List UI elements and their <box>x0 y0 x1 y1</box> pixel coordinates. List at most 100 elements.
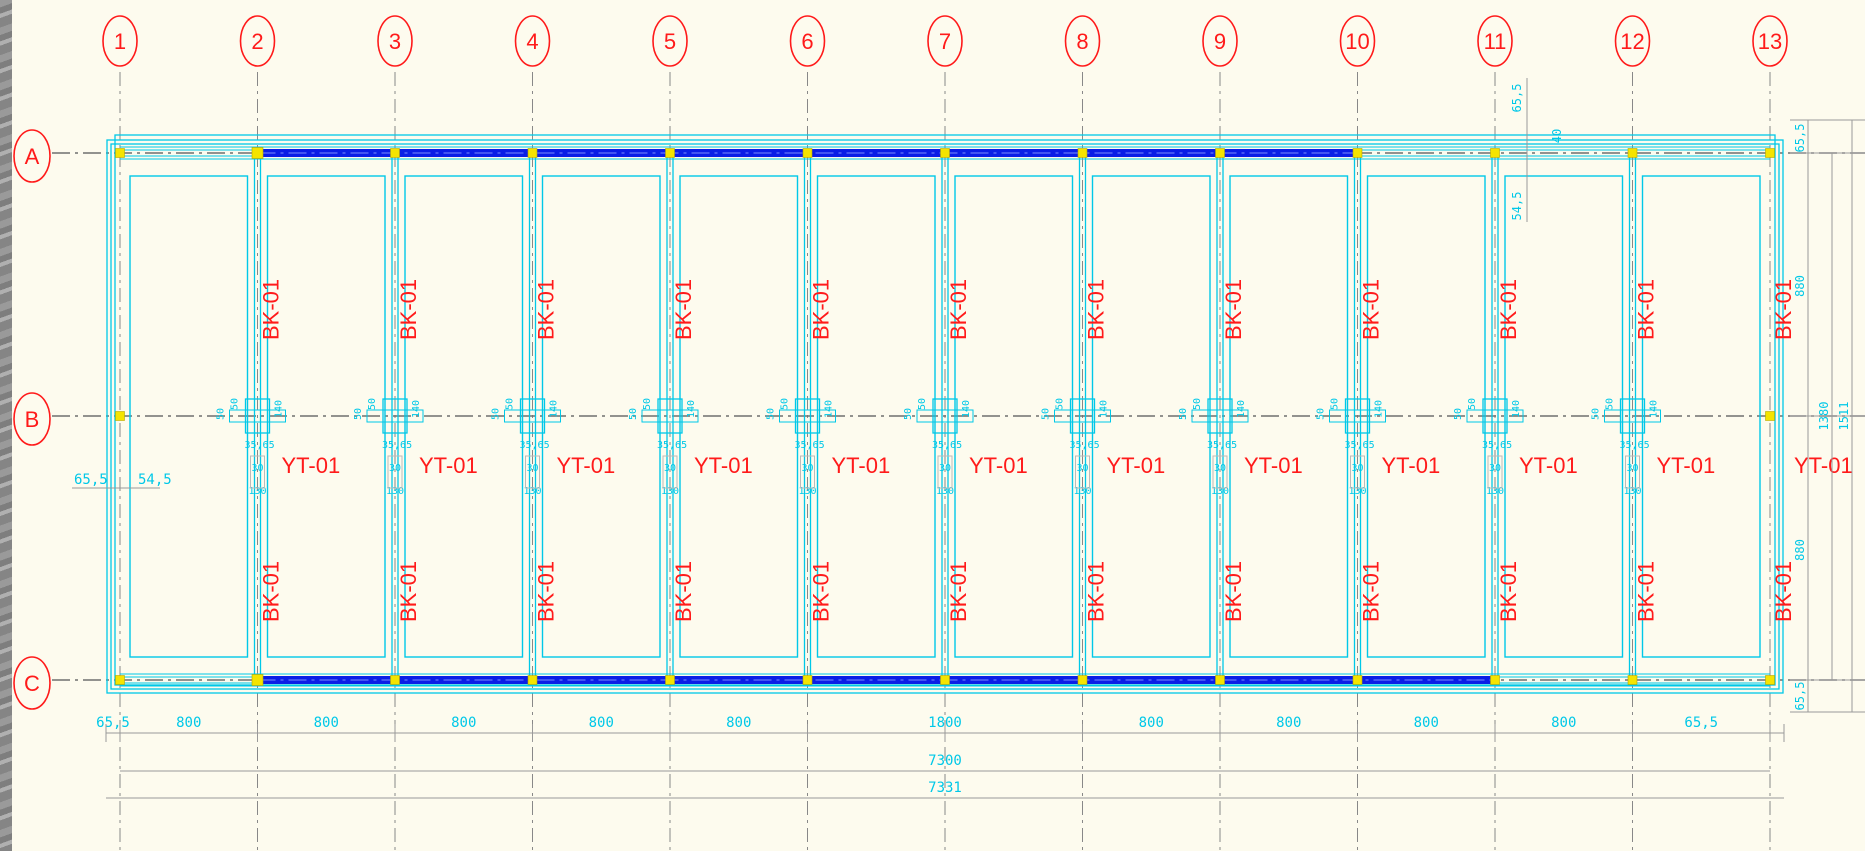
joint-dim-w2: 50 <box>1041 408 1052 420</box>
dim-span-10: 800 <box>1551 715 1576 731</box>
dim-right-top-edge: 65,5 <box>1793 124 1807 153</box>
column-tag-9: YT-01 <box>1244 453 1303 478</box>
frame-outer <box>114 134 1776 686</box>
joint-dim-c3: 130 <box>1074 486 1092 497</box>
beam-label-12-0: BK-01 <box>1634 279 1659 340</box>
beam-label-8-0: BK-01 <box>1084 279 1109 340</box>
column-tag-7: YT-01 <box>969 453 1028 478</box>
joint-dim-w2: 50 <box>903 408 914 420</box>
grid-bubble-label-col-7: 7 <box>939 29 951 54</box>
column-6C <box>802 675 813 685</box>
joint-collar-6 <box>779 409 836 423</box>
joint-box-5 <box>657 398 683 434</box>
beam-label-8-1: BK-01 <box>1084 561 1109 622</box>
joint-leader-5 <box>662 455 678 489</box>
dim-right-total-outer: 1511 <box>1837 402 1851 431</box>
grid-bubble-col-4 <box>514 15 551 67</box>
beam-label-4-1: BK-01 <box>534 561 559 622</box>
panel-5 <box>679 175 799 658</box>
joint-dim-t: 140 <box>824 400 835 418</box>
joint-dim-c2: 30 <box>664 463 676 474</box>
joint-dim-t: 140 <box>549 400 560 418</box>
grid-bubble-col-7 <box>927 15 963 67</box>
dim-span-7: 800 <box>1139 715 1164 731</box>
joint-leader-9 <box>1212 455 1228 489</box>
grid-bubble-label-col-12: 12 <box>1620 29 1644 54</box>
joint-dim-c2: 30 <box>939 463 951 474</box>
joint-dim-w: 50 <box>505 398 516 410</box>
joint-dim-c2: 30 <box>1214 463 1226 474</box>
grid-bubble-row-B <box>13 392 51 446</box>
beam-label-5-1: BK-01 <box>671 561 696 622</box>
frame-inner <box>106 139 1784 694</box>
panel-12 <box>1641 175 1761 658</box>
joint-dim-w2: 50 <box>628 408 639 420</box>
joint-dim-c1: 35,65 <box>1345 440 1375 451</box>
grid-bubble-label-row-A: A <box>25 144 40 169</box>
joint-collar-4 <box>504 409 561 423</box>
dim-span-4: 800 <box>589 715 614 731</box>
grid-bubble-col-6 <box>789 15 826 67</box>
column-5A <box>665 148 675 158</box>
dim-right-bottom-edge: 65,5 <box>1793 682 1807 711</box>
column-11A <box>1490 148 1500 158</box>
joint-box-6 <box>794 398 821 434</box>
beam-label-5-0: BK-01 <box>671 279 696 340</box>
joint-dim-w: 50 <box>367 398 378 410</box>
beam-label-4-0: BK-01 <box>534 279 559 340</box>
joint-dim-c3: 130 <box>661 486 679 497</box>
grid-bubble-label-col-13: 13 <box>1758 29 1782 54</box>
joint-dim-c1: 35,65 <box>795 440 825 451</box>
column-tag-5: YT-01 <box>694 453 753 478</box>
joint-dim-w: 50 <box>230 398 241 410</box>
grid-bubble-label-col-9: 9 <box>1214 29 1226 54</box>
joint-box-7 <box>932 398 958 434</box>
dim-right-span-ab: 880 <box>1793 275 1807 297</box>
column-tag-3: YT-01 <box>419 453 478 478</box>
joint-dim-w2: 50 <box>1316 408 1327 420</box>
grid-bubble-col-12 <box>1614 15 1651 67</box>
dim-span-11: 65,5 <box>1684 715 1718 731</box>
joint-dim-c3: 130 <box>1349 486 1367 497</box>
column-10C <box>1352 675 1363 685</box>
column-8A <box>1077 148 1088 158</box>
joint-dim-c1: 35,65 <box>1482 440 1512 451</box>
grid-bubble-label-col-1: 1 <box>114 29 126 54</box>
grid-bubble-col-8 <box>1064 15 1101 67</box>
column-2C <box>251 674 264 686</box>
joint-dim-c1: 35,65 <box>520 440 550 451</box>
joint-collar-3 <box>366 409 424 423</box>
beam-label-9-0: BK-01 <box>1221 279 1246 340</box>
joint-dim-c2: 30 <box>1352 463 1364 474</box>
beam-label-11-1: BK-01 <box>1496 561 1521 622</box>
grid-bubble-label-row-C: C <box>24 671 40 696</box>
panel-7 <box>954 175 1074 658</box>
dim-left-inner: 54,5 <box>138 472 172 488</box>
column-4C <box>527 675 538 685</box>
joint-leader-8 <box>1075 455 1090 489</box>
grid-bubble-label-col-2: 2 <box>251 29 263 54</box>
joint-dim-c2: 30 <box>1627 463 1639 474</box>
column-4A <box>527 148 538 158</box>
grid-bubble-col-11 <box>1477 15 1513 67</box>
joint-dim-w2: 50 <box>491 408 502 420</box>
joint-dim-c3: 130 <box>386 486 404 497</box>
joint-dim-t: 140 <box>411 400 422 418</box>
panel-3 <box>404 175 524 658</box>
column-3A <box>390 148 400 158</box>
dim-span-0: 65,5 <box>96 715 130 731</box>
column-1B <box>115 411 125 421</box>
panel-6 <box>816 175 936 658</box>
joint-dim-t: 140 <box>961 400 972 418</box>
joint-leader-2 <box>250 455 265 489</box>
grid-bubble-label-col-10: 10 <box>1345 29 1369 54</box>
joint-leader-7 <box>937 455 953 489</box>
joint-dim-c3: 130 <box>1486 486 1504 497</box>
grid-bubble-col-2 <box>239 15 276 67</box>
beam-label-12-1: BK-01 <box>1634 561 1659 622</box>
beam-label-13-0: BK-01 <box>1771 279 1796 340</box>
dim-span-1: 800 <box>176 715 201 731</box>
joint-leader-3 <box>387 455 403 489</box>
joint-dim-c1: 35,65 <box>657 440 687 451</box>
